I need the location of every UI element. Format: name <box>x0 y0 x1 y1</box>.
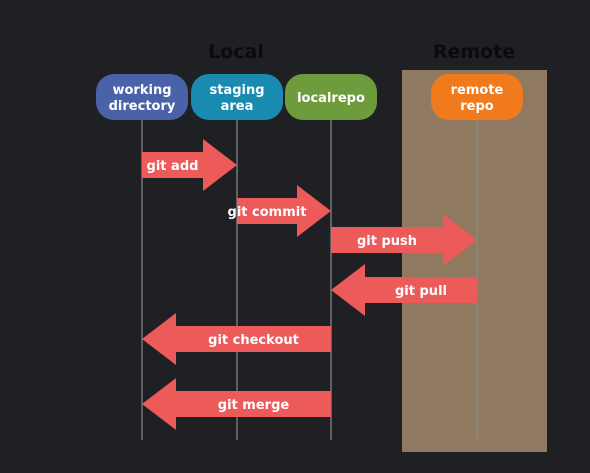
git-checkout-arrow-shape <box>142 313 331 365</box>
git-push-arrow: git push <box>331 214 477 266</box>
node-working-label-line: working <box>112 83 171 98</box>
node-remote-label-line: repo <box>460 99 494 114</box>
remote-panel <box>402 70 547 452</box>
git-merge-arrow: git merge <box>142 378 331 430</box>
git-commit-arrow-shape <box>237 185 331 237</box>
git-add-arrow-shape <box>142 139 237 191</box>
git-add-label: git add <box>147 159 199 174</box>
node-localrepo: localrepo <box>285 74 377 120</box>
node-working-label-line: directory <box>109 99 176 114</box>
git-push-arrow-shape <box>331 214 477 266</box>
heading-local: Local <box>208 41 264 63</box>
git-pull-arrow: git pull <box>331 264 477 316</box>
node-remote-label-line: remote <box>451 83 504 98</box>
git-pull-arrow-shape <box>331 264 477 316</box>
git-push-label: git push <box>357 234 417 249</box>
arrows: git add git commit git push git pull git che… <box>142 139 477 430</box>
nodes: workingdirectorystagingarealocalreporemo… <box>96 74 523 120</box>
git-commit-label: git commit <box>228 205 307 220</box>
git-pull-label: git pull <box>395 284 447 299</box>
node-localrepo-label-line: localrepo <box>297 91 365 106</box>
git-merge-label: git merge <box>218 398 290 413</box>
git-checkout-label: git checkout <box>208 333 299 348</box>
node-staging-label-line: staging <box>209 83 264 98</box>
node-staging-label-line: area <box>221 99 254 114</box>
node-working-box <box>96 74 188 120</box>
heading-remote: Remote <box>433 41 515 63</box>
git-merge-arrow-shape <box>142 378 331 430</box>
node-staging-box <box>191 74 283 120</box>
git-checkout-arrow: git checkout <box>142 313 331 365</box>
git-add-arrow: git add <box>142 139 237 191</box>
git-commit-arrow: git commit <box>228 185 331 237</box>
node-localrepo-box <box>285 74 377 120</box>
node-remote-box <box>431 74 523 120</box>
